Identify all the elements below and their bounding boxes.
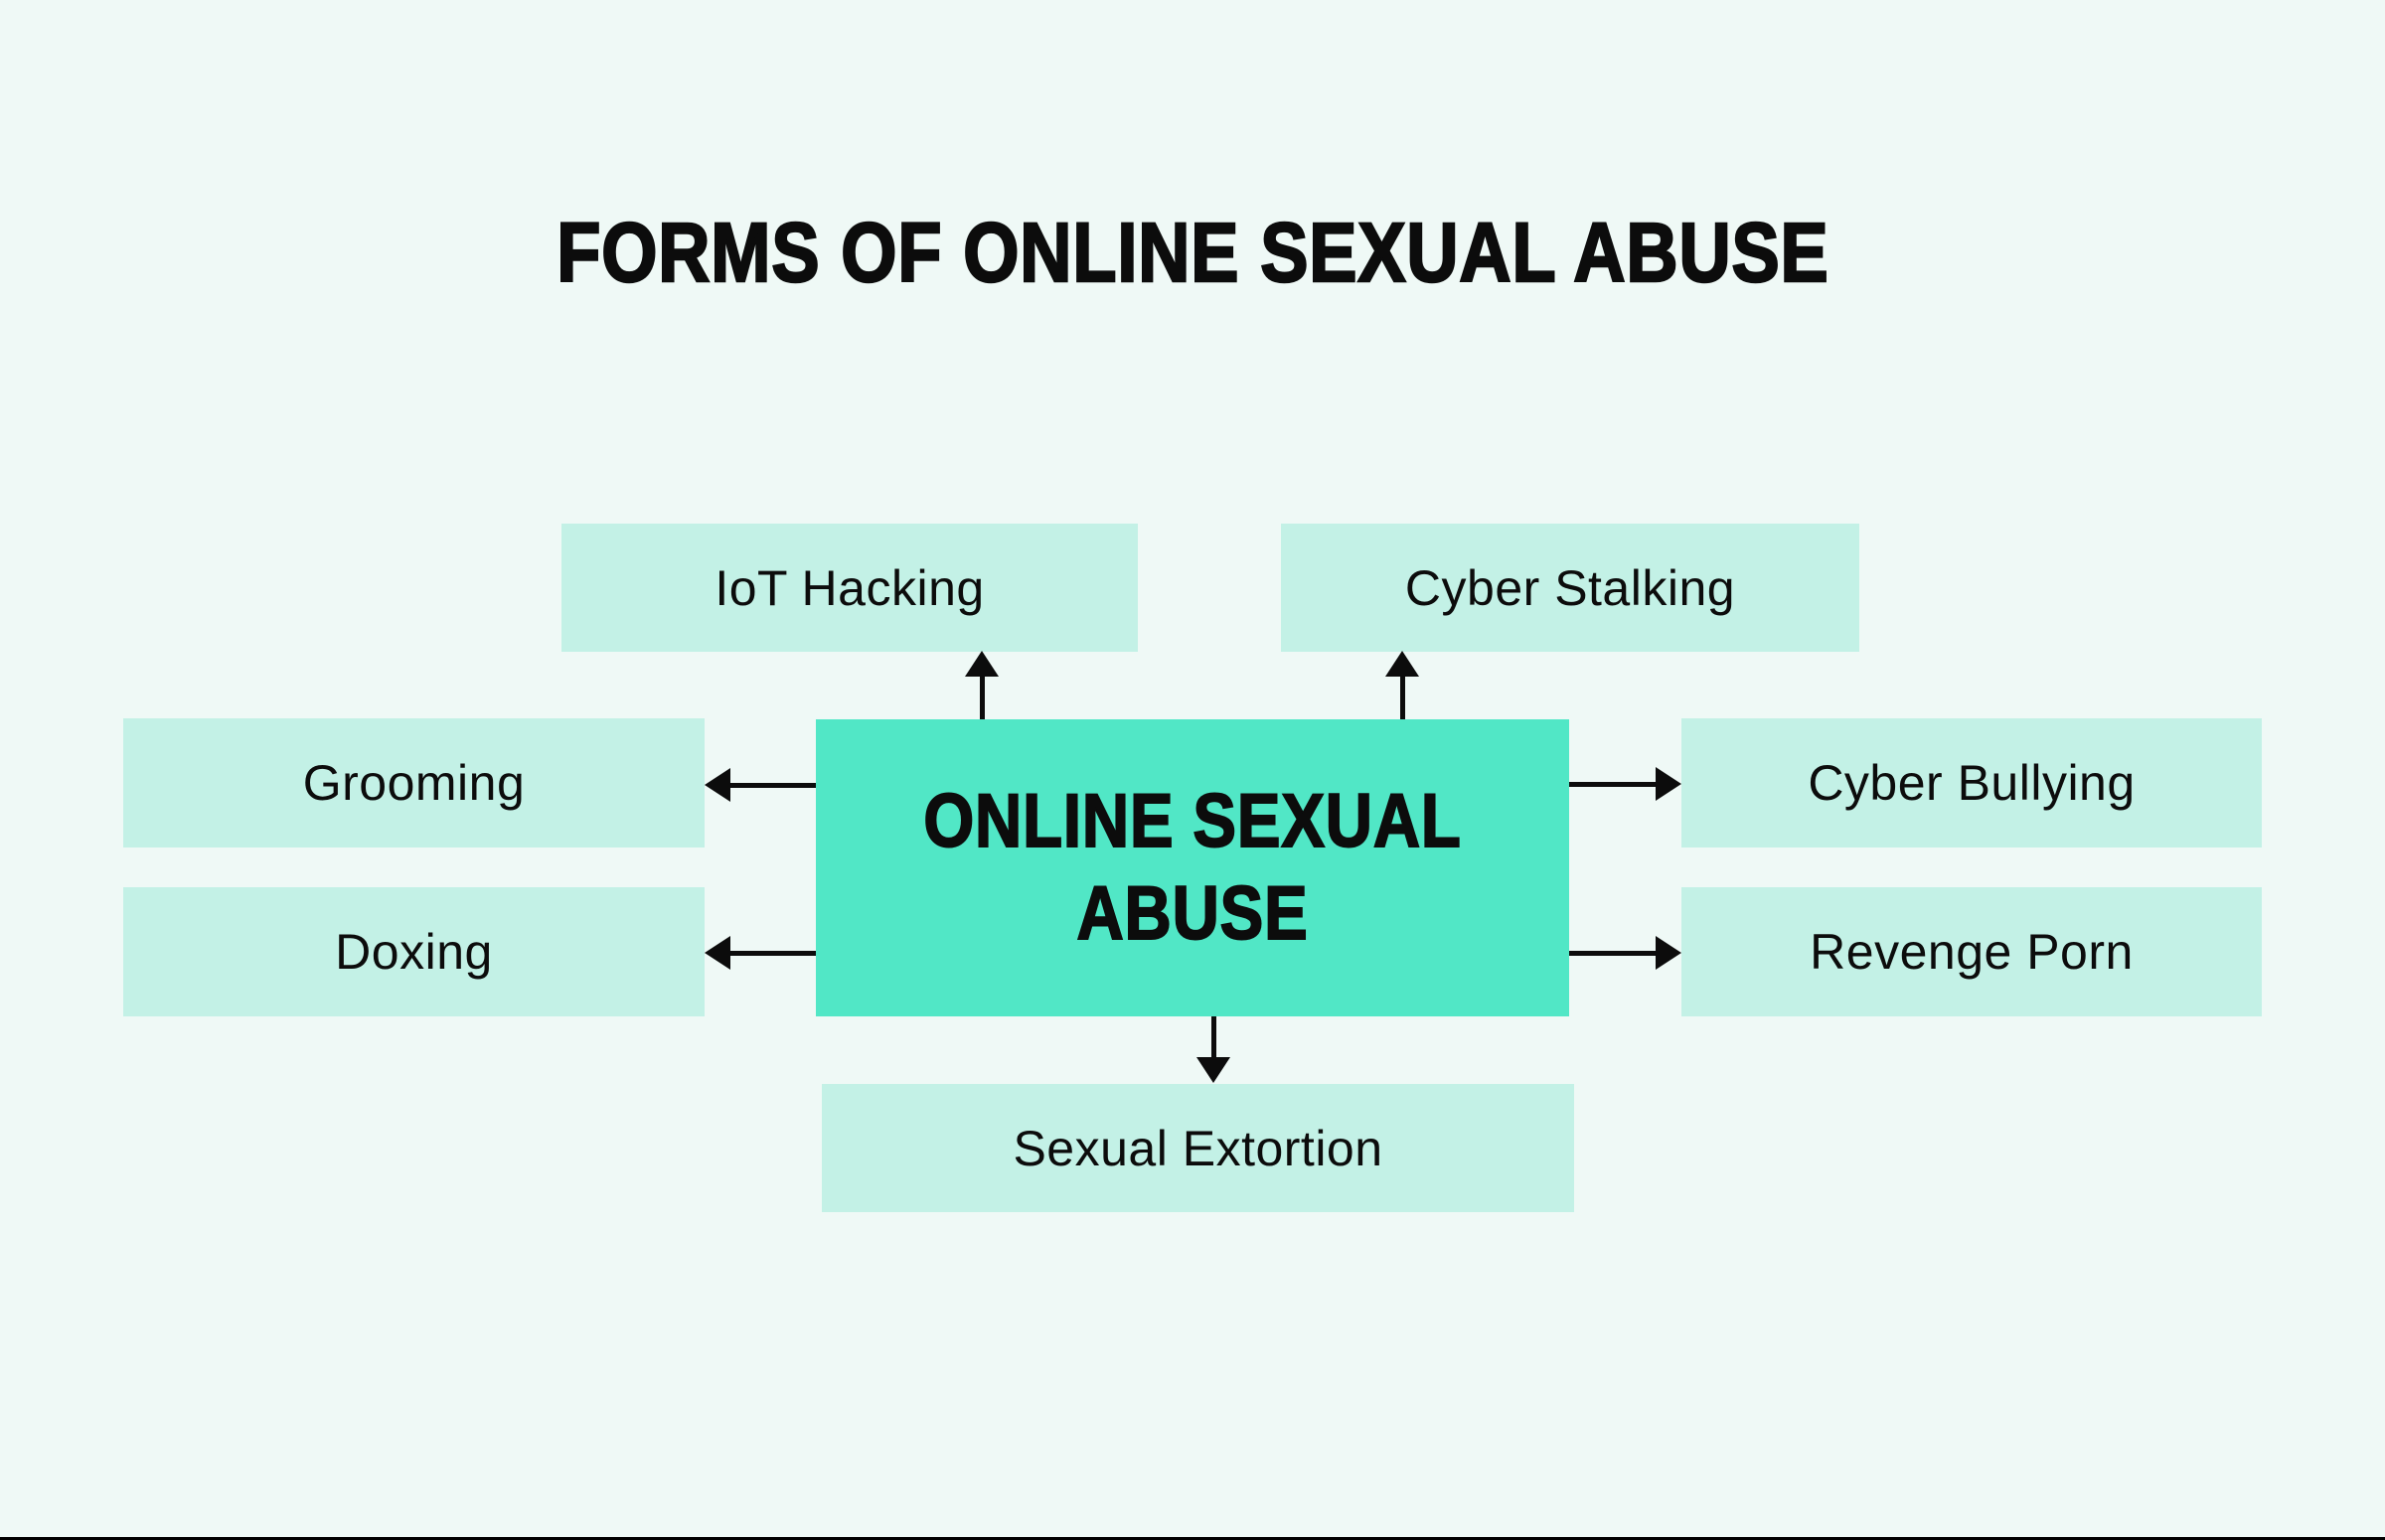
node-cyber-stalking-label: Cyber Stalking (1404, 559, 1736, 616)
arrowhead-left-icon (705, 936, 730, 970)
arrowhead-up-icon (965, 651, 999, 677)
arrow-shaft (1569, 951, 1656, 956)
node-iot-hacking: IoT Hacking (561, 524, 1138, 652)
node-revenge-porn-label: Revenge Porn (1810, 924, 2134, 980)
node-sexual-extortion-label: Sexual Extortion (1013, 1120, 1383, 1176)
node-cyber-bullying-label: Cyber Bullying (1808, 755, 2136, 811)
node-cyber-stalking: Cyber Stalking (1281, 524, 1859, 652)
node-sexual-extortion: Sexual Extortion (822, 1084, 1574, 1212)
node-online-sexual-abuse-central: ONLINE SEXUAL ABUSE (816, 719, 1569, 1016)
node-doxing-label: Doxing (335, 924, 493, 980)
arrow-shaft (730, 951, 816, 956)
node-cyber-bullying: Cyber Bullying (1681, 718, 2262, 847)
arrow-shaft (1569, 782, 1656, 787)
node-revenge-porn: Revenge Porn (1681, 887, 2262, 1016)
arrowhead-right-icon (1656, 767, 1681, 801)
node-grooming-label: Grooming (302, 755, 526, 811)
node-doxing: Doxing (123, 887, 705, 1016)
node-iot-hacking-label: IoT Hacking (715, 559, 985, 616)
page-title-text: FORMS OF ONLINE SEXUAL ABUSE (556, 206, 1829, 299)
bottom-edge-line (0, 1537, 2385, 1540)
node-grooming: Grooming (123, 718, 705, 847)
arrow-shaft (980, 677, 985, 719)
arrowhead-down-icon (1196, 1057, 1230, 1083)
arrow-shaft (730, 783, 816, 788)
arrowhead-left-icon (705, 768, 730, 802)
central-node-label: ONLINE SEXUAL ABUSE (922, 778, 1462, 957)
arrowhead-right-icon (1656, 936, 1681, 970)
arrowhead-up-icon (1385, 651, 1419, 677)
page-title: FORMS OF ONLINE SEXUAL ABUSE (0, 206, 2385, 299)
arrow-shaft (1211, 1016, 1216, 1058)
arrow-shaft (1400, 677, 1405, 719)
